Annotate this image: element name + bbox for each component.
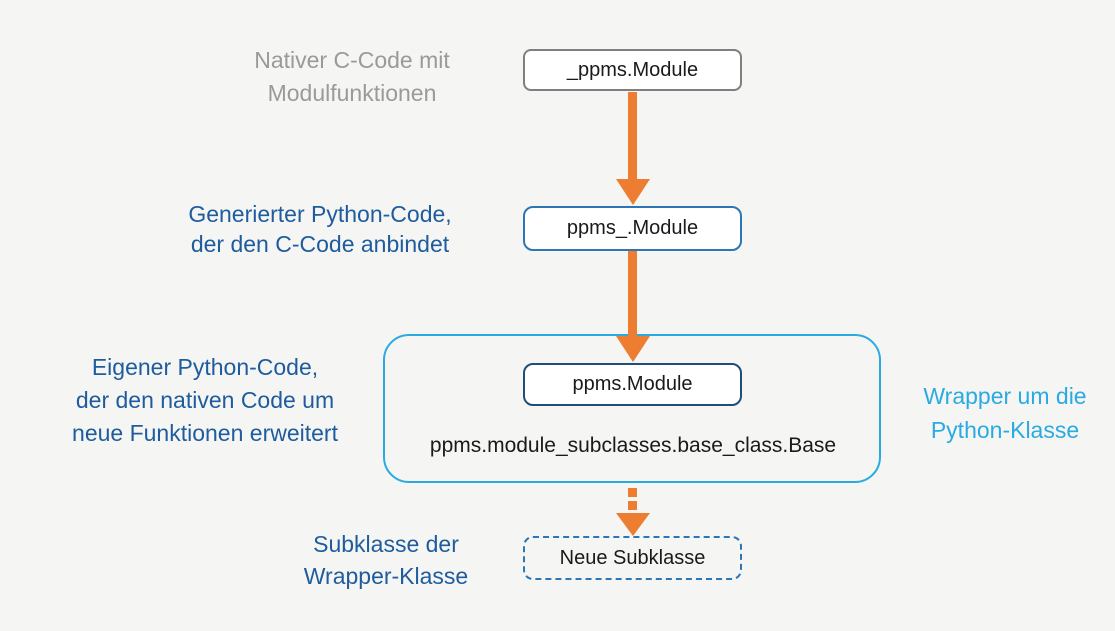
node-label: ppms.Module: [572, 373, 693, 395]
annotation-generated-python-code: Generierter Python-Code, der den C-Code …: [165, 199, 475, 259]
dashed-arrow-segment: [628, 488, 637, 497]
arrow-down-icon: [616, 336, 650, 362]
arrow-down-icon: [616, 513, 650, 536]
node-native-module: _ppms.Module: [523, 49, 742, 91]
annotation-own-python-code: Eigener Python-Code, der den nativen Cod…: [30, 351, 380, 450]
annotation-line: Wrapper-Klasse: [303, 563, 469, 589]
annotation-line: Generierter Python-Code,: [188, 201, 452, 227]
node-wrapper-module: ppms.Module: [523, 363, 742, 406]
node-label: ppms_.Module: [566, 217, 699, 239]
dashed-arrow-segment: [628, 501, 637, 510]
annotation-line: der den nativen Code um: [75, 387, 335, 413]
annotation-wrapper-class: Wrapper um die Python-Klasse: [885, 379, 1115, 447]
arrow-native-to-generated-shaft: [628, 92, 637, 180]
annotation-line: der den C-Code anbindet: [190, 231, 450, 257]
node-generated-module: ppms_.Module: [523, 206, 742, 251]
annotation-line: Modulfunktionen: [267, 80, 437, 106]
annotation-line: Eigener Python-Code,: [91, 354, 319, 380]
annotation-line: Python-Klasse: [930, 417, 1080, 443]
annotation-line: Nativer C-Code mit: [254, 47, 450, 73]
arrow-generated-to-wrapper-shaft: [628, 251, 637, 337]
annotation-line: Wrapper um die: [923, 383, 1087, 409]
arrow-down-icon: [616, 179, 650, 205]
node-new-subclass: Neue Subklasse: [523, 536, 742, 580]
annotation-native-c-code: Nativer C-Code mit Modulfunktionen: [212, 44, 492, 110]
node-label: _ppms.Module: [566, 58, 699, 81]
base-class-path-text: ppms.module_subclasses.base_class.Base: [429, 434, 837, 457]
annotation-line: neue Funktionen erweitert: [72, 420, 338, 446]
annotation-line: Subklasse der: [313, 531, 459, 557]
node-label: Neue Subklasse: [559, 546, 706, 569]
annotation-subclass: Subklasse der Wrapper-Klasse: [272, 528, 500, 592]
